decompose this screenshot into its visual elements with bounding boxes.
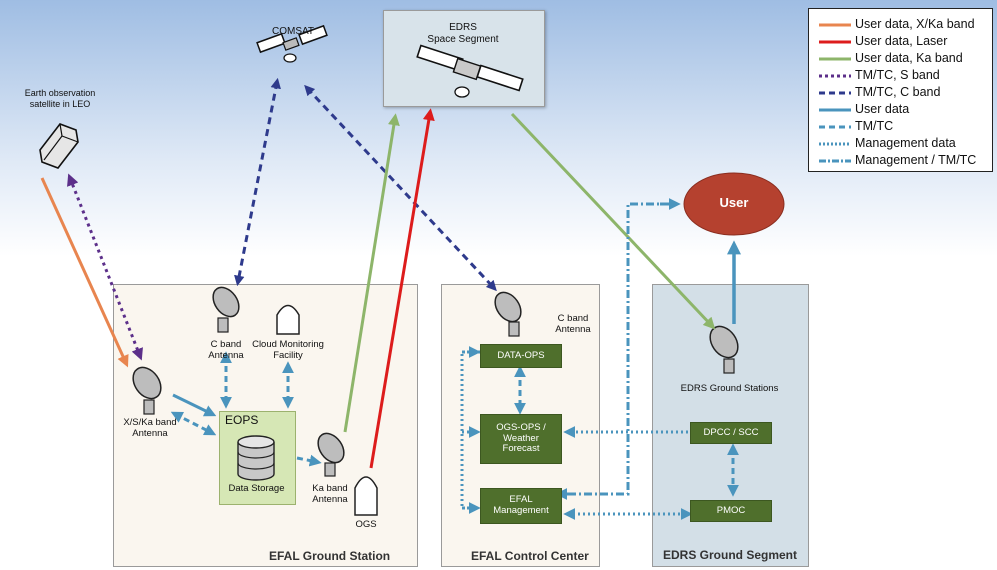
legend-label: TM/TC, C band: [855, 85, 941, 99]
eo-satellite-label-line1: Earth observation: [24, 88, 96, 98]
ogs-ops-box: OGS-OPS / Weather Forecast: [480, 414, 562, 464]
xska-label-line1: X/S/Ka band: [123, 417, 177, 428]
legend-item: User data, Ka band: [809, 51, 992, 67]
edrs-satellite-icon: [416, 44, 524, 98]
legend-label: Management / TM/TC: [855, 153, 977, 167]
gs-c-band-label-line1: C band: [210, 339, 242, 350]
xska-label-line2: Antenna: [132, 428, 168, 439]
legend-item: User data, Laser: [809, 34, 992, 50]
efal-mgmt-label-line1: EFAL: [509, 494, 533, 506]
comsat-label: COMSAT: [272, 26, 315, 37]
ogs-ops-label-line1: OGS-OPS /: [496, 421, 546, 433]
legend-label: User data, Laser: [855, 34, 948, 48]
ka-band-label-line2: Antenna: [312, 494, 348, 505]
legend-label: User data: [855, 102, 910, 116]
efal-control-center-title: EFAL Control Center: [471, 549, 589, 563]
eops-label: EOPS: [225, 413, 259, 427]
ogs-ops-label-line2: Weather: [503, 432, 539, 444]
legend-item: Management data: [809, 136, 992, 152]
eo-satellite-icon: [39, 123, 79, 169]
cloud-monitoring-label-line1: Cloud Monitoring: [252, 339, 324, 350]
eo-satellite-label-line2: satellite in LEO: [29, 99, 91, 109]
legend-label: Management data: [855, 136, 956, 150]
edrs-ground-segment-title: EDRS Ground Segment: [663, 548, 798, 562]
dpcc-scc-box: DPCC / SCC: [690, 422, 772, 444]
user-ellipse: [683, 172, 785, 236]
efal-management-box: EFAL Management: [480, 488, 562, 524]
legend-item: User data: [809, 102, 992, 118]
edrs-ground-station-antenna-icon: [709, 325, 739, 374]
efal-ground-station-title: EFAL Ground Station: [269, 549, 391, 563]
legend-label: User data, Ka band: [855, 51, 963, 65]
legend-label: User data, X/Ka band: [855, 17, 975, 31]
cc-c-band-label-line2: Antenna: [555, 324, 591, 335]
legend-item: TM/TC, S band: [809, 68, 992, 84]
database-icon: [237, 435, 275, 481]
c-band-antenna-gs-icon: [212, 286, 240, 333]
cloud-monitoring-label-line2: Facility: [273, 350, 303, 361]
efal-mgmt-label-line2: Management: [493, 505, 549, 516]
ogs-dome-icon: [354, 476, 378, 516]
legend: User data, X/Ka band User data, Laser Us…: [808, 8, 993, 172]
legend-item: Management / TM/TC: [809, 153, 992, 169]
edrs-ground-stations-label: EDRS Ground Stations: [680, 383, 779, 394]
legend-label: TM/TC, S band: [855, 68, 940, 82]
gs-c-band-label-line2: Antenna: [208, 350, 244, 361]
ka-band-label-line1: Ka band: [312, 483, 348, 494]
data-ops-box: DATA-OPS: [480, 344, 562, 368]
pmoc-box: PMOC: [690, 500, 772, 522]
edrs-space-label-line2: Space Segment: [427, 34, 499, 45]
comsat-satellite-icon: [256, 24, 328, 63]
dpcc-scc-label: DPCC / SCC: [703, 426, 759, 438]
user-label: User: [719, 195, 749, 210]
data-ops-label: DATA-OPS: [497, 349, 545, 361]
cloud-monitoring-icon: [276, 304, 300, 335]
legend-item: TM/TC: [809, 119, 992, 135]
xska-antenna-icon: [132, 366, 162, 415]
ogs-label: OGS: [355, 519, 377, 530]
ka-band-antenna-icon: [317, 432, 345, 477]
edrs-space-label-line1: EDRS: [449, 22, 477, 33]
c-band-antenna-cc-icon: [494, 291, 522, 337]
legend-item: TM/TC, C band: [809, 85, 992, 101]
legend-item: User data, X/Ka band: [809, 17, 992, 33]
cc-c-band-label-line1: C band: [557, 313, 589, 324]
data-storage-label: Data Storage: [228, 483, 285, 494]
legend-label: TM/TC: [855, 119, 894, 133]
pmoc-label: PMOC: [716, 504, 746, 516]
ogs-ops-label-line3: Forecast: [502, 443, 540, 455]
